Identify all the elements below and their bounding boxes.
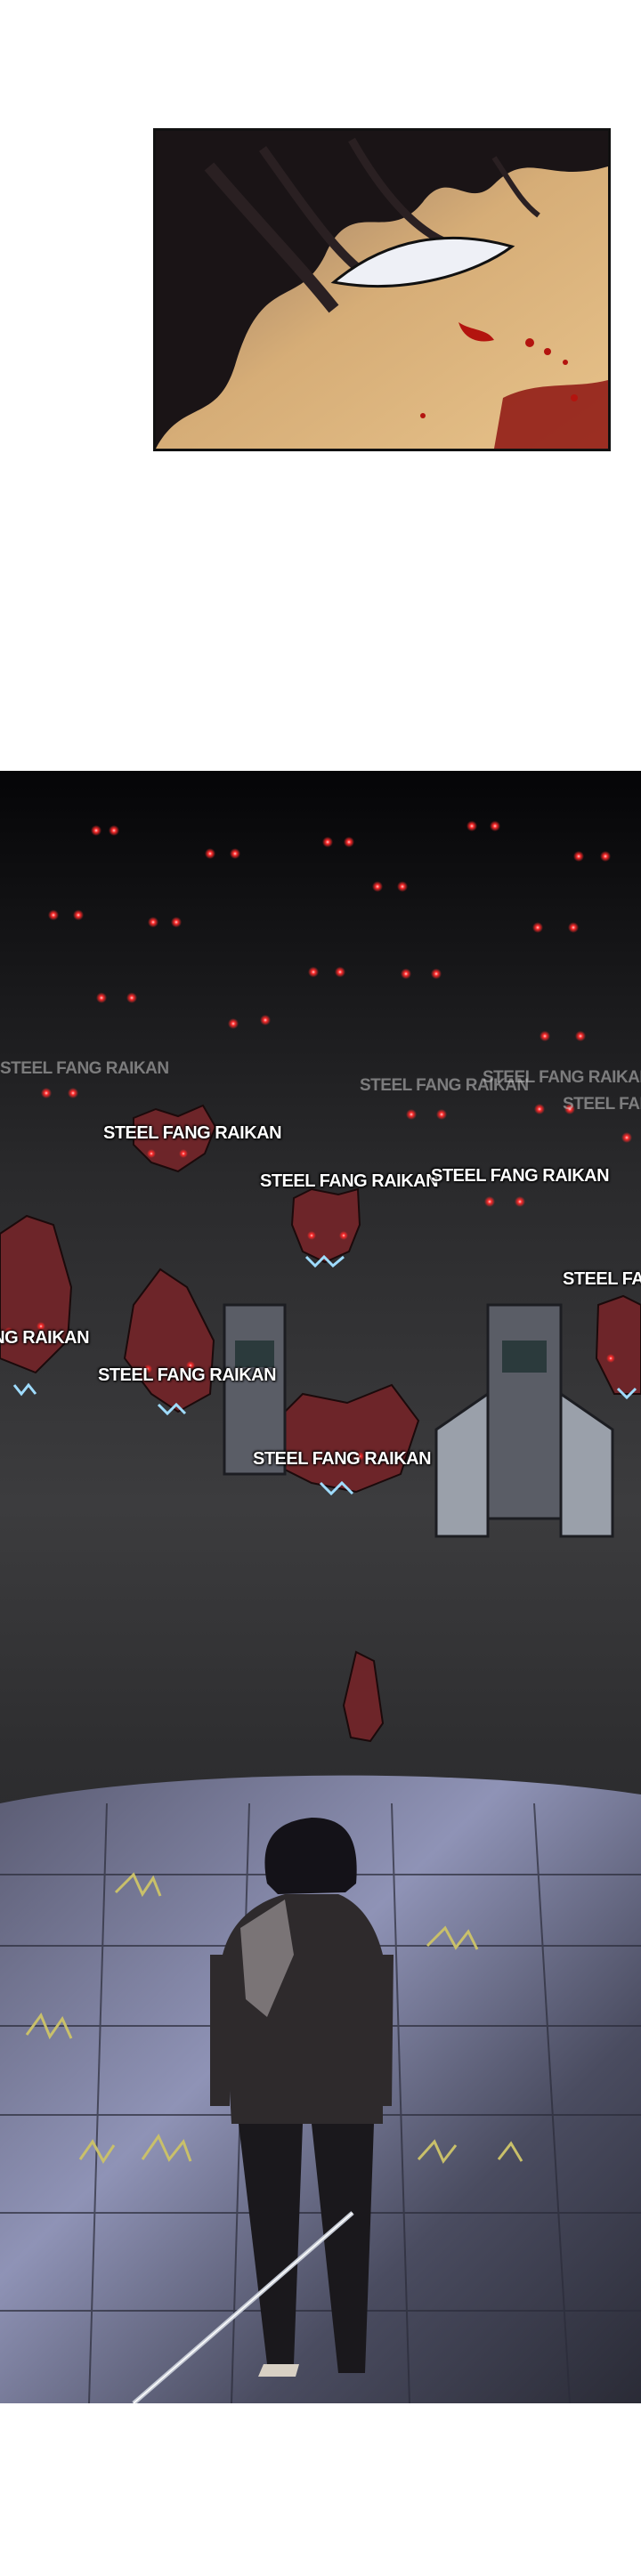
wolf-name-label: STEEL FANG RAIKAN — [563, 1095, 641, 1114]
wolf-name-label: STEEL FANG RAIKAN — [253, 1449, 432, 1469]
wolf-name-label: STEEL FANG RAIKAN — [103, 1123, 282, 1143]
wolf-name-label: STEEL FANG RAIKAN — [260, 1171, 439, 1191]
wolf-name-label: STEEL FANG RAIKAN — [563, 1269, 641, 1289]
character-figure — [210, 1818, 394, 2377]
panel-wolves-scene: STEEL FANG RAIKAN STEEL FANG RAIKAN STEE… — [0, 771, 641, 2403]
wolf-name-label: STEEL FANG RAIKAN — [98, 1365, 277, 1385]
wolf-name-label: STEEL FANG RAIKAN — [483, 1068, 641, 1087]
wolf-name-label: STEEL FANG RAIKAN — [360, 1076, 529, 1095]
closeup-face-art — [156, 131, 608, 449]
wolves-scene-art — [0, 771, 641, 2403]
wolf-name-label: STEEL FANG RAIKAN — [0, 1059, 169, 1078]
wolf-name-label: STEEL FANG RAIKAN — [0, 1328, 90, 1348]
wolf-name-label: STEEL FANG RAIKAN — [431, 1166, 610, 1186]
panel-closeup-face — [153, 128, 611, 451]
